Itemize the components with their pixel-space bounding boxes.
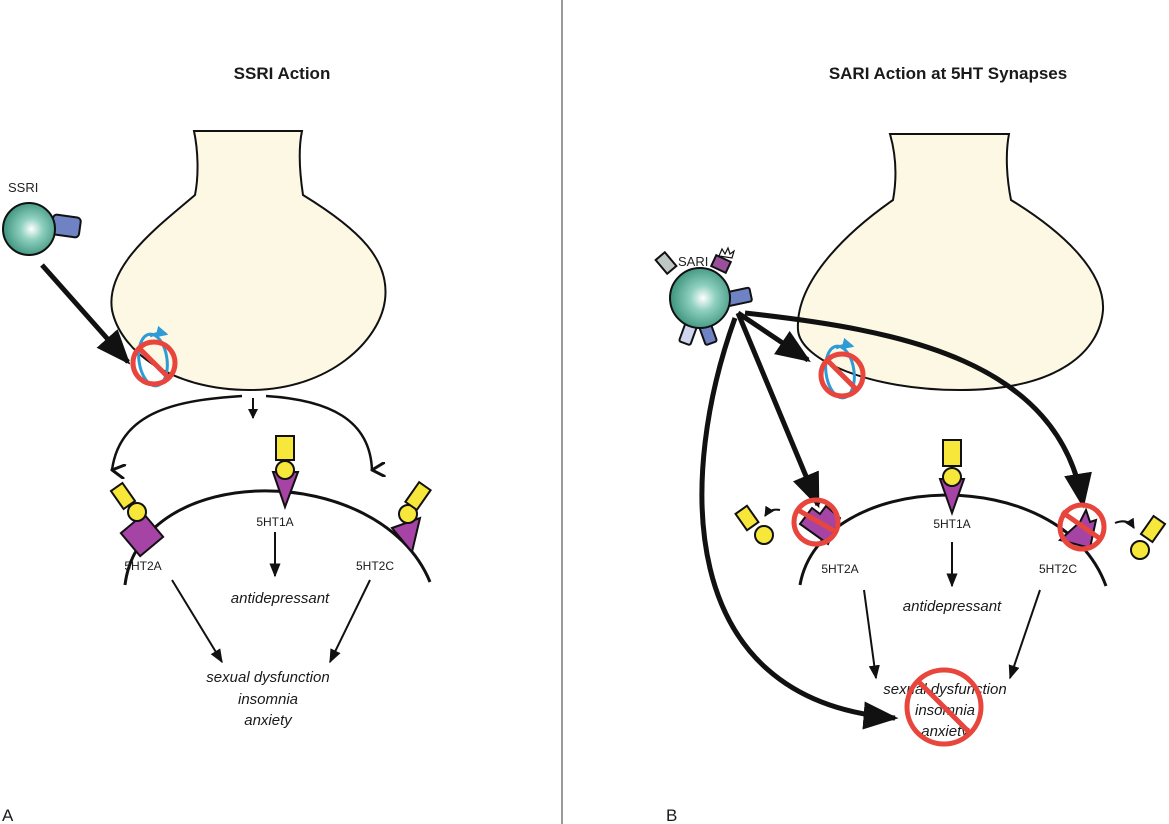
effect-insomnia: insomnia bbox=[238, 691, 298, 708]
effect-sexual-dysfunction: sexual dysfunction bbox=[206, 669, 329, 686]
effect-anxiety: anxiety bbox=[921, 723, 970, 740]
sari-arrow-5ht2a bbox=[735, 312, 821, 509]
sari-arrow-transporter bbox=[736, 310, 811, 363]
arrow-5ht2a-effect bbox=[863, 589, 880, 680]
release-arrow-left bbox=[112, 394, 243, 470]
panel-a: SSRI Action SSRI 5HT2A bbox=[2, 64, 433, 824]
ssri-molecule-icon bbox=[2, 202, 82, 256]
serotonin-displaced-right-icon bbox=[1114, 514, 1167, 560]
ssri-arrow bbox=[40, 263, 131, 365]
receptor-5ht2a bbox=[109, 481, 165, 558]
inhibit-icon bbox=[130, 339, 178, 387]
effect-antidepressant: antidepressant bbox=[231, 590, 330, 607]
receptor-5ht2c bbox=[390, 480, 433, 555]
release-arrow-right bbox=[265, 394, 372, 470]
panel-b: SARI Action at 5HT Synapses SARI bbox=[654, 64, 1167, 824]
panel-a-letter: A bbox=[2, 806, 14, 824]
panel-b-letter: B bbox=[666, 806, 677, 824]
arrow-5ht2c-effect bbox=[329, 579, 371, 664]
presynaptic-neuron bbox=[796, 133, 1105, 392]
arrow-5ht2a-effect bbox=[171, 579, 223, 664]
presynaptic-neuron bbox=[110, 130, 387, 392]
ssri-label: SSRI bbox=[8, 180, 38, 195]
panel-a-title: SSRI Action bbox=[234, 64, 331, 83]
effect-anxiety: anxiety bbox=[244, 712, 293, 729]
arrow-5ht2c-effect bbox=[1008, 589, 1041, 680]
receptor-label-5ht2c: 5HT2C bbox=[356, 559, 394, 573]
inhibit-icon bbox=[818, 351, 866, 399]
receptor-label-5ht2a: 5HT2A bbox=[124, 559, 161, 573]
receptor-label-5ht1a: 5HT1A bbox=[933, 517, 970, 531]
panel-b-title: SARI Action at 5HT Synapses bbox=[829, 64, 1067, 83]
receptor-5ht2a-blocked bbox=[791, 497, 842, 547]
receptor-label-5ht1a: 5HT1A bbox=[256, 515, 293, 529]
effect-antidepressant: antidepressant bbox=[903, 598, 1002, 615]
sari-arrow-effects bbox=[699, 317, 899, 730]
sari-molecule-icon bbox=[654, 246, 753, 346]
effect-sexual-dysfunction: sexual dysfunction bbox=[883, 681, 1006, 698]
receptor-label-5ht2a: 5HT2A bbox=[821, 562, 858, 576]
inhibit-effects-icon bbox=[904, 667, 984, 747]
receptor-5ht1a bbox=[938, 439, 966, 517]
receptor-label-5ht2c: 5HT2C bbox=[1039, 562, 1077, 576]
receptor-5ht1a bbox=[271, 435, 300, 510]
receptor-5ht2c-blocked bbox=[1057, 502, 1107, 552]
serotonin-displaced-left-icon bbox=[734, 504, 781, 545]
sari-label: SARI bbox=[678, 254, 708, 269]
sari-arrow-5ht2c bbox=[744, 310, 1092, 509]
